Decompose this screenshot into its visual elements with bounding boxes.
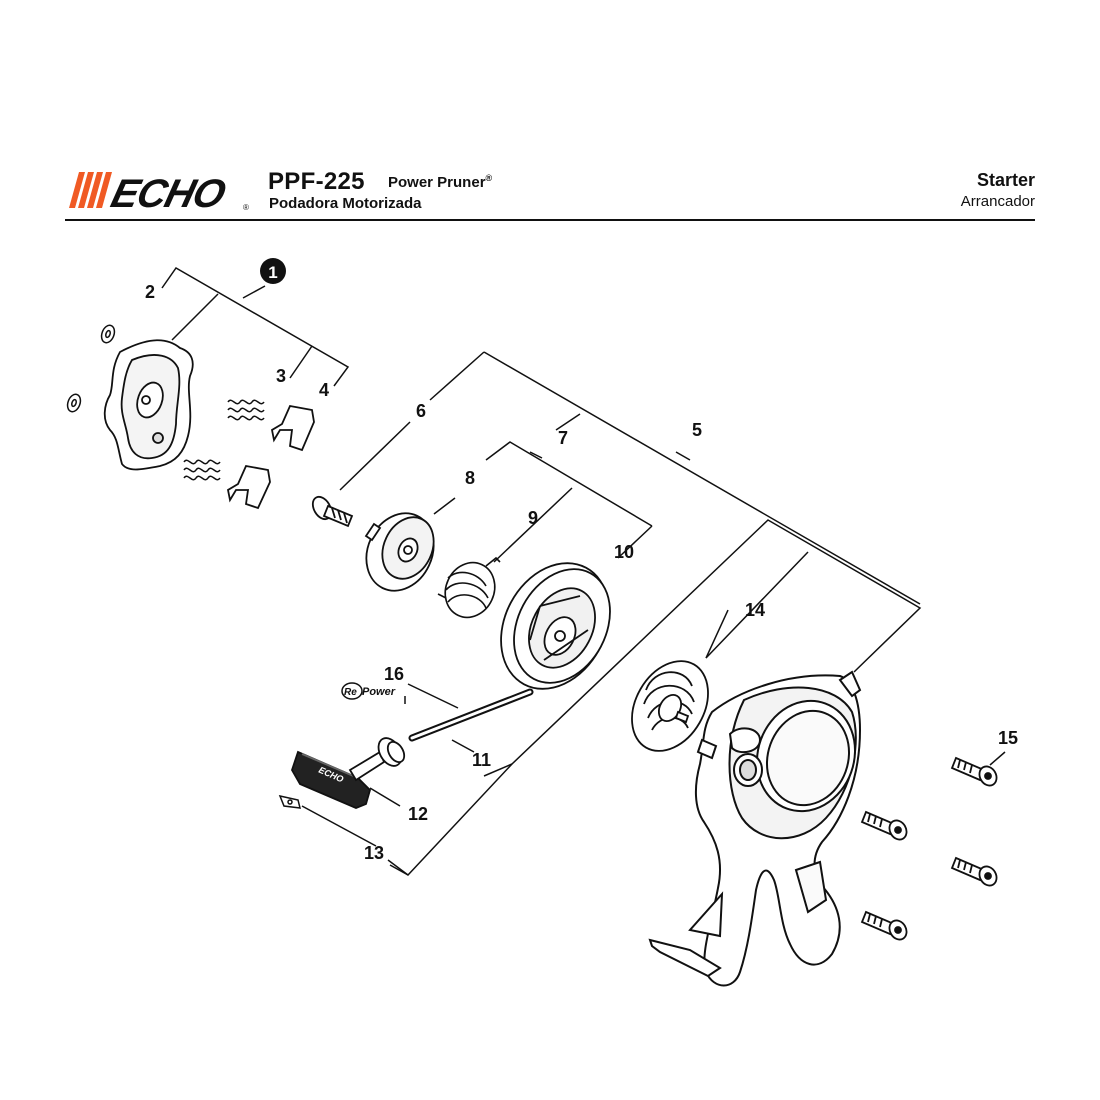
spring-case-part [364, 512, 435, 592]
repower-power-text: Power [362, 686, 396, 698]
callout-1: 1 [268, 263, 277, 282]
callout-15: 15 [998, 728, 1018, 748]
logo-registered-mark: ® [243, 203, 249, 212]
housing-screw-part [860, 756, 998, 941]
pawl-part [226, 404, 315, 510]
callout-8: 8 [465, 468, 475, 488]
callout-5: 5 [692, 420, 702, 440]
screw-2 [860, 810, 908, 841]
rope-reel-part [500, 562, 611, 690]
model-number: PPF-225 [268, 168, 365, 195]
leader-lines [161, 267, 1006, 877]
callout-9: 9 [528, 508, 538, 528]
callout-4: 4 [319, 380, 329, 400]
section-title-es: Arrancador [960, 193, 1035, 210]
registered-mark: ® [485, 173, 493, 183]
callout-13: 13 [364, 843, 384, 863]
logo-stripes [69, 172, 112, 208]
screw-3 [950, 856, 998, 887]
callout-1-badge [260, 258, 286, 284]
starter-handle-part: ECHO [291, 737, 406, 809]
ratchet-plate-part [103, 339, 194, 471]
callout-14: 14 [745, 600, 765, 620]
echo-logo: ECHO ® [69, 171, 249, 212]
product-name-en: Power Pruner® [388, 173, 492, 191]
callout-10: 10 [614, 542, 634, 562]
center-bolt-part [311, 495, 354, 528]
callout-2: 2 [145, 282, 155, 302]
repower-re-text: Re [344, 687, 357, 698]
callout-16: 16 [384, 664, 404, 684]
callout-7: 7 [558, 428, 568, 448]
repower-decal-part: Re Power [341, 682, 406, 704]
e-clip-part [66, 324, 116, 413]
starter-rope-part [408, 688, 534, 742]
callout-3: 3 [276, 366, 286, 386]
starter-housing-part [648, 670, 862, 987]
callout-labels: 1 2 3 4 5 6 7 8 9 10 11 12 13 14 15 16 [145, 258, 1018, 863]
product-name-en-text: Power Pruner [388, 174, 486, 191]
section-title-en: Starter [976, 170, 1035, 190]
recoil-plate-part [631, 660, 709, 752]
screw-4 [860, 910, 908, 941]
callout-11: 11 [472, 750, 491, 770]
callout-12: 12 [408, 804, 428, 824]
header-divider [65, 219, 1035, 221]
screw-1 [950, 756, 998, 787]
logo-wordmark: ECHO [107, 171, 230, 212]
product-name-es: Podadora Motorizada [269, 195, 422, 212]
recoil-spring-part [437, 556, 501, 619]
rope-anchor-part [278, 794, 301, 809]
callout-6: 6 [416, 401, 426, 421]
pawl-spring-part [183, 399, 265, 481]
